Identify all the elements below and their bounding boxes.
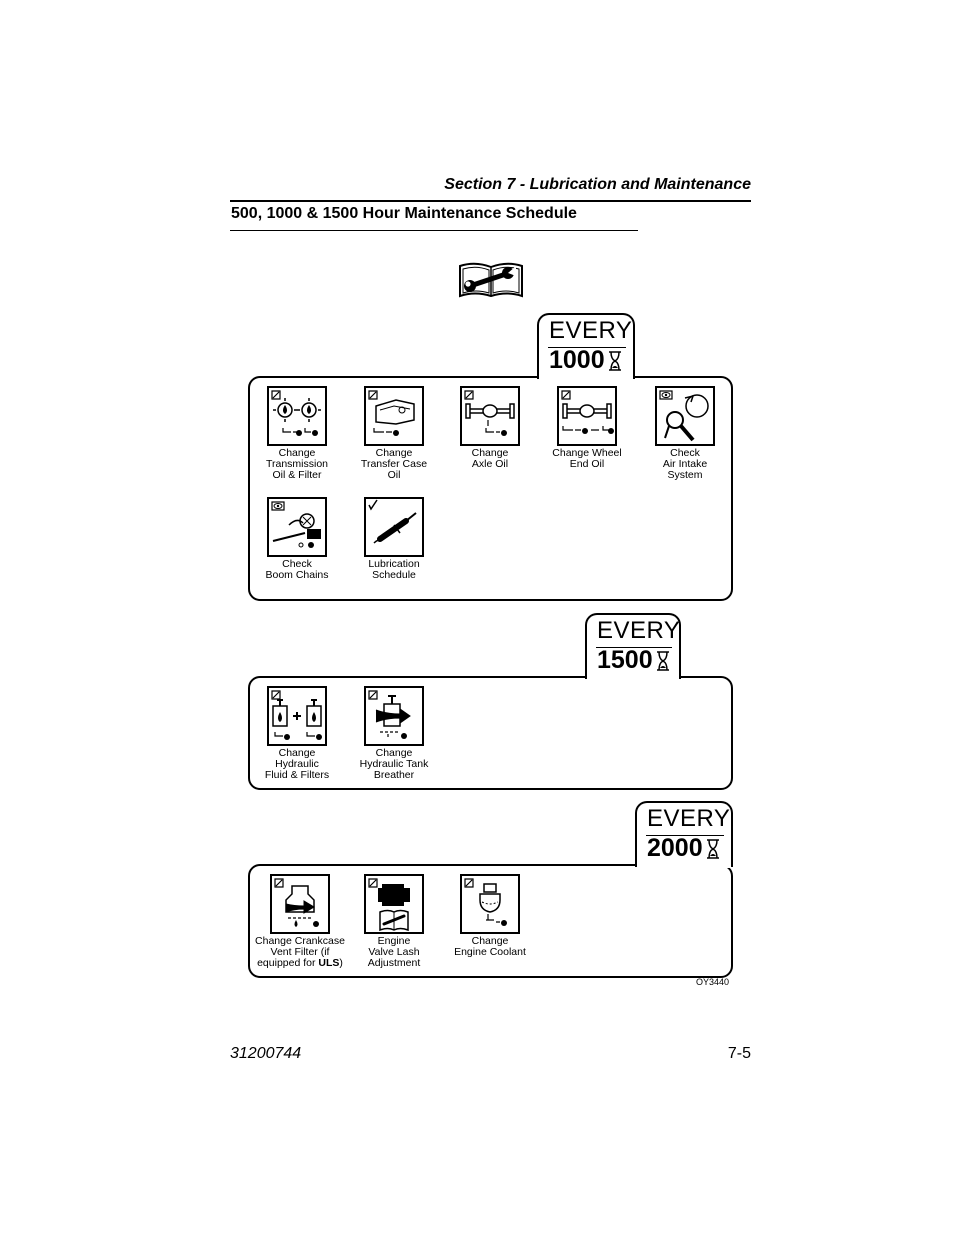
hourglass-icon bbox=[608, 350, 621, 371]
figure-id: OY3440 bbox=[696, 977, 730, 987]
task-label: Change Hydraulic Tank Breather bbox=[359, 747, 429, 781]
manual-wrench-icon bbox=[458, 262, 524, 303]
task-label: Change Wheel End Oil bbox=[552, 447, 622, 470]
task-change-transmission-oil: Change Transmission Oil & Filter bbox=[247, 386, 347, 481]
transmission-oil-filter-icon bbox=[267, 386, 327, 446]
section-header: Section 7 - Lubrication and Maintenance bbox=[444, 176, 751, 193]
task-label: Change Axle Oil bbox=[471, 447, 509, 470]
hourglass-icon bbox=[706, 838, 719, 859]
page-number: 7-5 bbox=[727, 1045, 751, 1062]
hours-1500: 1500 bbox=[597, 646, 653, 674]
task-change-engine-coolant: Change Engine Coolant bbox=[440, 874, 540, 958]
engine-coolant-icon bbox=[460, 874, 520, 934]
task-change-wheel-end-oil: Change Wheel End Oil bbox=[537, 386, 637, 470]
task-label: Change Engine Coolant bbox=[454, 935, 526, 958]
every-label: EVERY bbox=[647, 805, 731, 832]
schedule-1000-tab: EVERY 1000 bbox=[537, 313, 635, 379]
task-label: Check Boom Chains bbox=[265, 558, 329, 581]
task-label: Change Crankcase Vent Filter (if equippe… bbox=[255, 935, 345, 969]
hourglass-icon bbox=[656, 650, 669, 671]
task-label: Lubrication Schedule bbox=[368, 558, 420, 581]
task-label: Change Transfer Case Oil bbox=[360, 447, 428, 481]
task-label: Change Hydraulic Fluid & Filters bbox=[264, 747, 330, 781]
task-engine-valve-lash: Engine Valve Lash Adjustment bbox=[344, 874, 444, 969]
boom-chains-icon bbox=[267, 497, 327, 557]
task-label: Check Air Intake System bbox=[662, 447, 708, 481]
crankcase-vent-filter-icon bbox=[270, 874, 330, 934]
task-label: Engine Valve Lash Adjustment bbox=[367, 935, 421, 969]
transfer-case-oil-icon bbox=[364, 386, 424, 446]
task-change-hydraulic-fluid: Change Hydraulic Fluid & Filters bbox=[247, 686, 347, 781]
wheel-end-oil-icon bbox=[557, 386, 617, 446]
schedule-1500-tab: EVERY 1500 bbox=[585, 613, 681, 679]
hours-1000: 1000 bbox=[549, 346, 605, 374]
task-change-axle-oil: Change Axle Oil bbox=[440, 386, 540, 470]
every-label: EVERY bbox=[597, 617, 681, 644]
grease-gun-icon bbox=[364, 497, 424, 557]
hydraulic-fluid-filters-icon bbox=[267, 686, 327, 746]
axle-oil-icon bbox=[460, 386, 520, 446]
task-lubrication-schedule: Lubrication Schedule bbox=[344, 497, 444, 581]
task-change-hydraulic-breather: Change Hydraulic Tank Breather bbox=[344, 686, 444, 781]
engine-valve-lash-icon bbox=[364, 874, 424, 934]
task-change-transfer-case-oil: Change Transfer Case Oil bbox=[344, 386, 444, 481]
task-label: Change Transmission Oil & Filter bbox=[265, 447, 329, 481]
air-intake-icon bbox=[655, 386, 715, 446]
hydraulic-tank-breather-icon bbox=[364, 686, 424, 746]
hours-2000: 2000 bbox=[647, 834, 703, 862]
schedule-2000-tab: EVERY 2000 bbox=[635, 801, 733, 867]
task-check-boom-chains: Check Boom Chains bbox=[247, 497, 347, 581]
schedule-1500-panel bbox=[248, 676, 733, 790]
page-title: 500, 1000 & 1500 Hour Maintenance Schedu… bbox=[231, 205, 577, 222]
task-change-crankcase-vent: Change Crankcase Vent Filter (if equippe… bbox=[250, 874, 350, 969]
doc-number: 31200744 bbox=[230, 1045, 302, 1062]
section-rule bbox=[230, 200, 751, 202]
every-label: EVERY bbox=[549, 317, 633, 344]
title-rule bbox=[230, 230, 638, 231]
task-check-air-intake: Check Air Intake System bbox=[635, 386, 735, 481]
